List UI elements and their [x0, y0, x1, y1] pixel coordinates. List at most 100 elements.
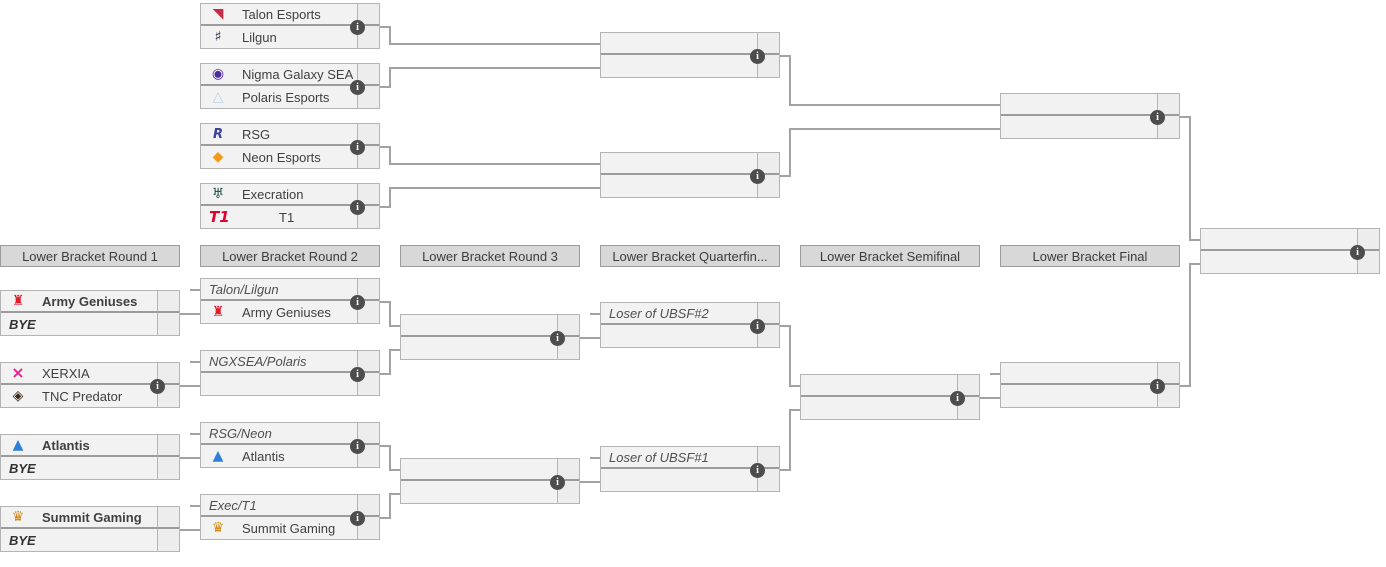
round-header-lb-semifinal: Lower Bracket Semifinal [800, 245, 980, 267]
team-name: T1 [279, 209, 295, 225]
t1-logo-icon: T1 [209, 207, 230, 226]
info-icon[interactable]: i [750, 169, 765, 184]
atlantis-logo-icon: ▲ [12, 437, 24, 453]
polaris-esports-logo-icon: △ [212, 89, 224, 105]
score-cell [357, 351, 379, 371]
team-row[interactable]: × XERXIA [1, 363, 179, 385]
info-icon[interactable]: i [150, 379, 165, 394]
match-lb-r3-m2: i [400, 458, 580, 504]
rsg-logo-icon: R [212, 126, 223, 142]
match-lb-quarterfinal-1: Loser of UBSF#2 i [600, 302, 780, 348]
nigma-galaxy-sea-logo-icon: ◉ [211, 66, 225, 82]
team-name: Army Geniuses [242, 304, 331, 320]
team-row: Exec/T1 [201, 495, 379, 517]
score-cell [157, 529, 179, 551]
score-cell [357, 124, 379, 144]
talon-esports-logo-icon: ◥ [212, 6, 224, 22]
score-cell [357, 184, 379, 204]
team-name: Nigma Galaxy SEA [242, 66, 354, 82]
round-header-label: Lower Bracket Round 1 [22, 248, 158, 264]
info-icon[interactable]: i [750, 463, 765, 478]
info-icon[interactable]: i [350, 200, 365, 215]
match-ub-r1-m2: ◉ Nigma Galaxy SEA △ Polaris Esports i [200, 63, 380, 109]
pending-team-label: RSG/Neon [209, 425, 272, 441]
team-row[interactable]: ♜ Army Geniuses [1, 291, 179, 313]
round-header-label: Lower Bracket Semifinal [819, 248, 961, 264]
info-icon[interactable]: i [750, 319, 765, 334]
round-header-label: Lower Bracket Round 3 [422, 248, 558, 264]
round-header-label: Lower Bracket Round 2 [222, 248, 358, 264]
info-icon[interactable]: i [1350, 245, 1365, 260]
score-cell [957, 375, 979, 395]
info-icon[interactable]: i [550, 475, 565, 490]
team-name: RSG [242, 126, 271, 142]
summit-gaming-logo-icon: ♛ [11, 509, 25, 525]
neon-esports-logo-icon: ◆ [212, 149, 224, 165]
info-icon[interactable]: i [750, 49, 765, 64]
match-lb-r1-m3: ▲ Atlantis BYE [0, 434, 180, 480]
score-cell [1357, 229, 1379, 249]
team-row[interactable]: ▲ Atlantis [1, 435, 179, 457]
tnc-predator-logo-icon: ◈ [12, 388, 24, 404]
army-geniuses-logo-icon: ♜ [211, 304, 225, 320]
team-row[interactable]: ♅ Execration [201, 184, 379, 206]
info-icon[interactable]: i [1150, 379, 1165, 394]
score-cell [757, 33, 779, 53]
round-header-label: Lower Bracket Final [1032, 248, 1148, 264]
info-icon[interactable]: i [950, 391, 965, 406]
info-icon[interactable]: i [350, 80, 365, 95]
info-icon[interactable]: i [350, 295, 365, 310]
info-icon[interactable]: i [350, 367, 365, 382]
pending-team-label: Loser of UBSF#2 [609, 305, 709, 321]
score-cell [757, 303, 779, 323]
match-grand-final: i [1200, 228, 1380, 274]
round-header-lb-round-2: Lower Bracket Round 2 [200, 245, 380, 267]
team-row: NGXSEA/Polaris [201, 351, 379, 373]
pending-team-label: Loser of UBSF#1 [609, 449, 709, 465]
match-lb-final: i [1000, 362, 1180, 408]
info-icon[interactable]: i [350, 511, 365, 526]
score-cell [1157, 363, 1179, 383]
team-row[interactable]: R RSG [201, 124, 379, 146]
team-row [401, 315, 579, 337]
score-cell [357, 64, 379, 84]
team-row[interactable]: ▲ Atlantis [201, 445, 379, 467]
score-cell [157, 313, 179, 335]
match-ub-semifinal-2: i [600, 152, 780, 198]
pending-team-label: Exec/T1 [209, 497, 257, 513]
team-row: RSG/Neon [201, 423, 379, 445]
info-icon[interactable]: i [350, 439, 365, 454]
info-icon[interactable]: i [1150, 110, 1165, 125]
score-cell [157, 457, 179, 479]
team-name: Summit Gaming [242, 520, 336, 536]
score-cell [757, 447, 779, 467]
team-row[interactable]: ◥ Talon Esports [201, 4, 379, 26]
score-cell [357, 495, 379, 515]
team-name: Polaris Esports [242, 89, 330, 105]
team-row [601, 153, 779, 175]
score-cell [357, 4, 379, 24]
info-icon[interactable]: i [550, 331, 565, 346]
score-cell [1157, 94, 1179, 114]
match-ub-semifinal-1: i [600, 32, 780, 78]
match-lb-r2-m1: Talon/Lilgun ♜ Army Geniuses i [200, 278, 380, 324]
army-geniuses-logo-icon: ♜ [11, 293, 25, 309]
match-lb-r2-m3: RSG/Neon ▲ Atlantis i [200, 422, 380, 468]
team-row[interactable]: ◉ Nigma Galaxy SEA [201, 64, 379, 86]
info-icon[interactable]: i [350, 20, 365, 35]
round-header-label: Lower Bracket Quarterfin... [612, 248, 768, 264]
team-row: Talon/Lilgun [201, 279, 379, 301]
match-ub-r1-m4: ♅ Execration T1 T1 i [200, 183, 380, 229]
info-icon[interactable]: i [350, 140, 365, 155]
round-header-lb-round-1: Lower Bracket Round 1 [0, 245, 180, 267]
round-header-lb-quarterfinal: Lower Bracket Quarterfin... [600, 245, 780, 267]
team-name: Execration [242, 186, 304, 202]
team-row[interactable]: ◆ Neon Esports [201, 146, 379, 168]
team-row [1001, 363, 1179, 385]
bye-label: BYE [9, 532, 36, 548]
score-cell [557, 459, 579, 479]
team-row[interactable]: ♛ Summit Gaming [1, 507, 179, 529]
team-row [401, 459, 579, 481]
